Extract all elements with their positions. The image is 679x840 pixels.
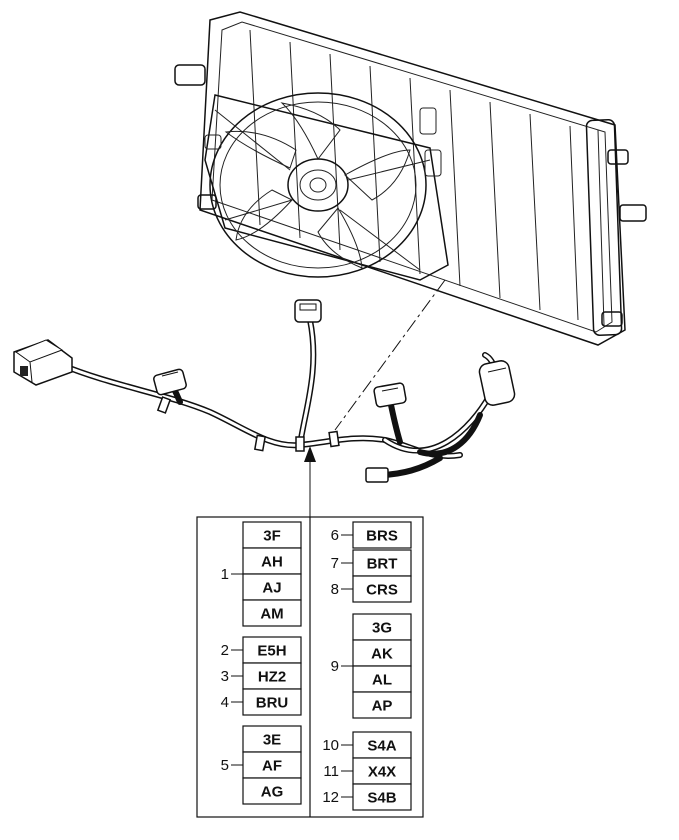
harness-connector-mid-right <box>373 382 407 408</box>
option-code: BRT <box>367 556 398 573</box>
option-code: CRS <box>366 582 398 599</box>
option-group-9: 3G AK AL AP 9 <box>331 613 412 719</box>
group-number-label: 3 <box>221 668 229 685</box>
option-code: AJ <box>262 580 281 597</box>
option-code: AH <box>261 554 283 571</box>
option-group-11: X4X 11 <box>323 757 412 785</box>
group-number-label: 12 <box>322 789 339 806</box>
option-group-10: S4A 10 <box>322 731 412 759</box>
option-code-box <box>352 575 412 603</box>
option-group-7: BRT 7 <box>331 549 412 577</box>
option-code-box <box>352 665 412 693</box>
option-group-1: 3F AH AJ AM 1 <box>221 521 302 627</box>
option-group-4: BRU 4 <box>221 688 302 716</box>
option-code-box <box>242 777 302 805</box>
group-number-label: 4 <box>221 694 229 711</box>
option-code-box <box>242 725 302 753</box>
option-code-box <box>242 688 302 716</box>
option-code: BRU <box>256 695 289 712</box>
group-number-label: 5 <box>221 757 229 774</box>
group-number-label: 10 <box>322 737 339 754</box>
group-number-label: 8 <box>331 581 339 598</box>
option-group-3: HZ2 3 <box>221 662 302 690</box>
option-code: HZ2 <box>258 669 286 686</box>
option-code: BRS <box>366 528 398 545</box>
option-code: AM <box>260 606 283 623</box>
option-code: AP <box>372 698 393 715</box>
option-code: AF <box>262 758 282 775</box>
harness-connector-top <box>294 299 322 323</box>
group-number-label: 6 <box>331 527 339 544</box>
option-code: AG <box>261 784 284 801</box>
group-number-label: 11 <box>323 763 339 780</box>
harness-connector-small-left <box>153 368 187 396</box>
option-code: AL <box>372 672 392 689</box>
option-code: 3F <box>263 528 281 545</box>
option-code-box <box>242 662 302 690</box>
pointer-arrow <box>304 446 316 517</box>
option-code-box <box>242 751 302 779</box>
option-code: AK <box>371 646 393 663</box>
option-group-6: BRS 6 <box>331 521 412 549</box>
option-code: 3G <box>372 620 392 637</box>
group-number-label: 2 <box>221 642 229 659</box>
harness-connector-right <box>478 360 516 406</box>
option-code-box <box>242 599 302 627</box>
group-number-label: 7 <box>331 555 339 572</box>
option-group-12: S4B 12 <box>322 783 412 811</box>
option-code: 3E <box>263 732 281 749</box>
option-code: S4B <box>367 790 396 807</box>
radiator-fan-assembly <box>174 11 647 346</box>
option-code: X4X <box>368 764 396 781</box>
option-code: E5H <box>257 643 286 660</box>
harness-connector-bottom <box>365 467 389 483</box>
wiring-harness <box>13 299 516 483</box>
option-code: S4A <box>367 738 396 755</box>
group-number-label: 9 <box>331 658 339 675</box>
leader-line <box>334 279 446 431</box>
option-group-8: CRS 8 <box>331 575 412 603</box>
group-number-label: 1 <box>221 566 229 583</box>
option-code-box <box>352 691 412 719</box>
option-group-5: 3E AF AG 5 <box>221 725 302 805</box>
harness-connector-left <box>13 339 73 386</box>
